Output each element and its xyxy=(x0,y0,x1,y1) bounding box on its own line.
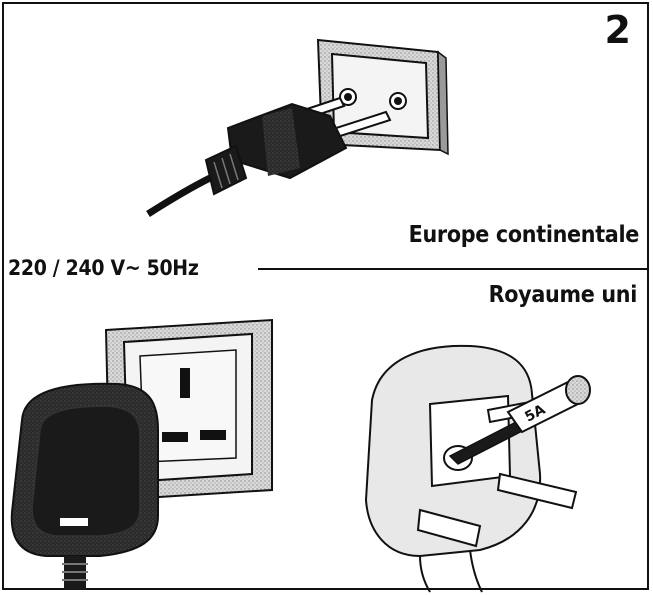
uk-plug-fuse xyxy=(364,344,591,593)
europe-socket xyxy=(316,38,449,156)
section-divider xyxy=(258,268,647,270)
fuse xyxy=(506,375,591,434)
europe-plug xyxy=(146,96,392,217)
label-royaume-uni: Royaume uni xyxy=(488,282,638,308)
label-voltage: 220 / 240 V~ 50Hz xyxy=(8,256,199,280)
figure-number: 2 xyxy=(604,8,631,52)
figure-frame xyxy=(2,2,649,590)
label-europe-continentale: Europe continentale xyxy=(408,222,640,248)
uk-plug-front xyxy=(10,382,159,590)
